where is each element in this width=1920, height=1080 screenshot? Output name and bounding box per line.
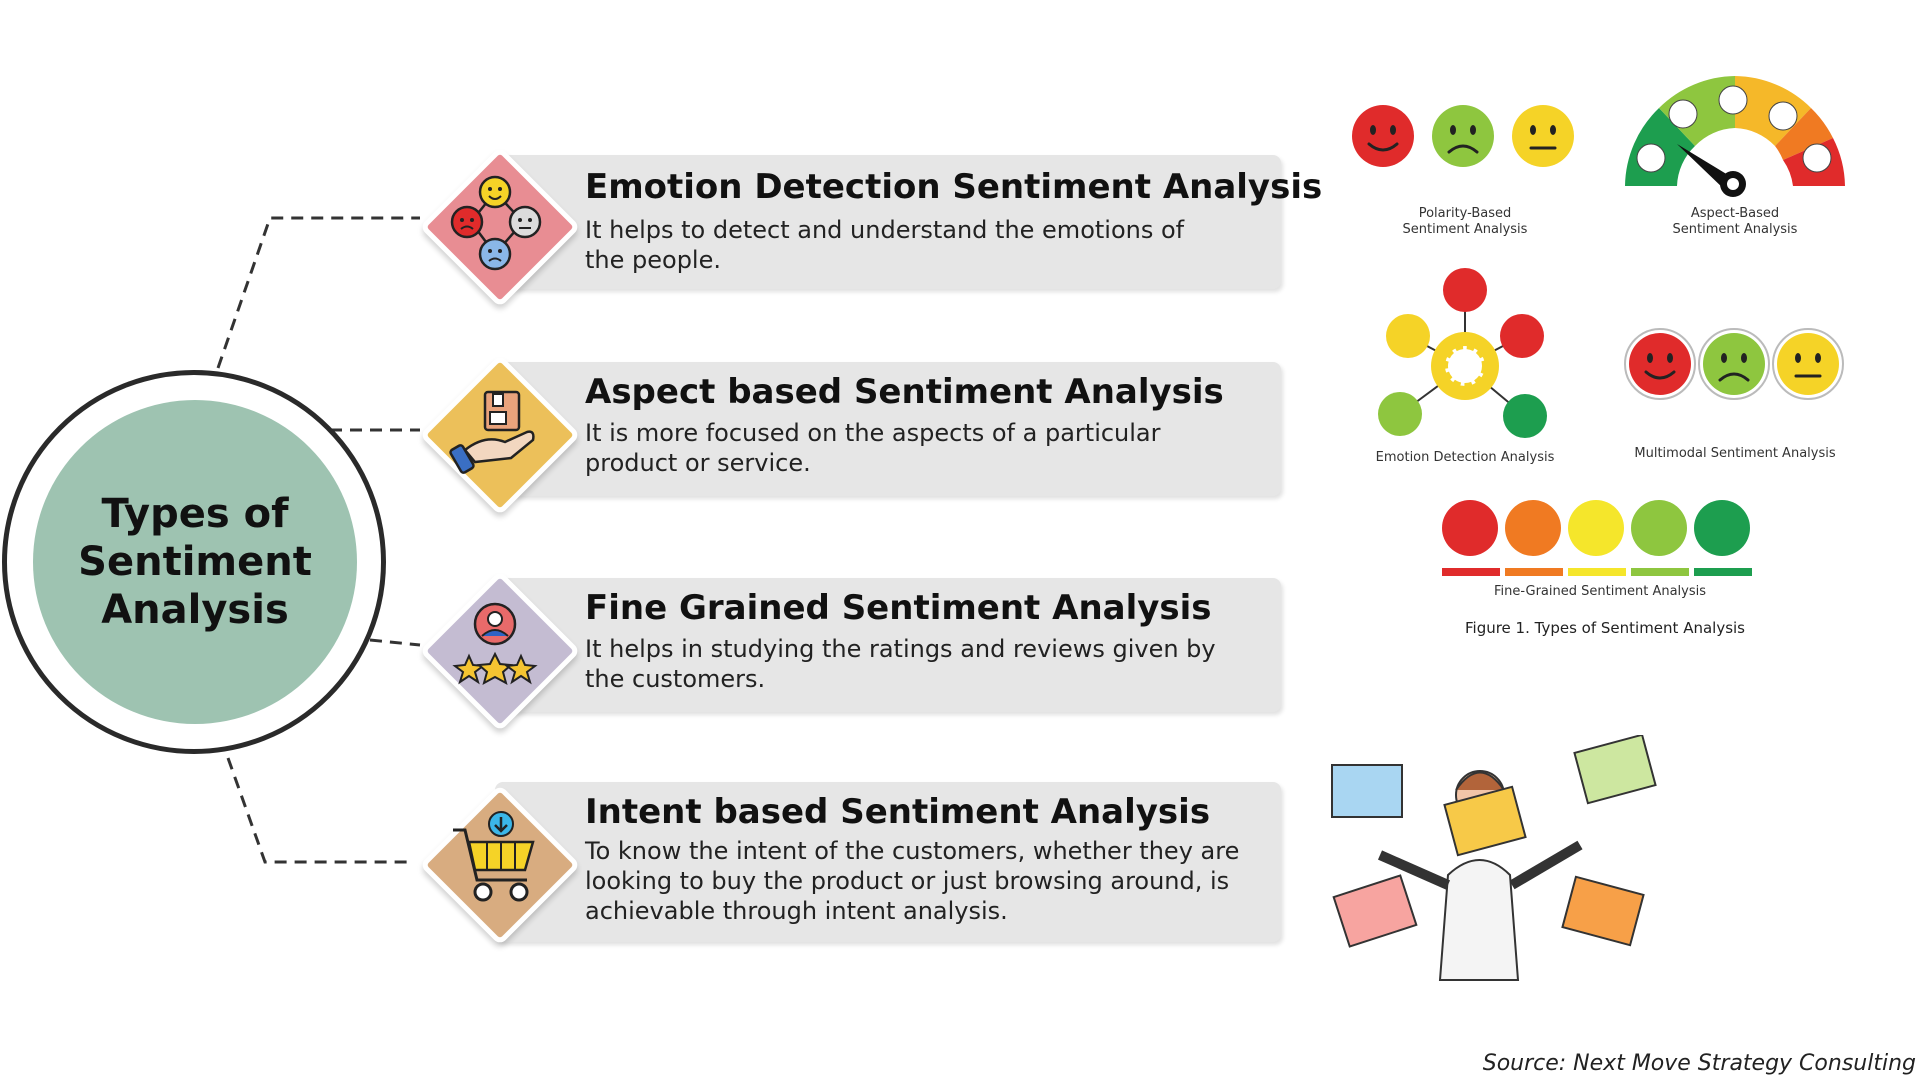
card-emotion-detection: Emotion Detection Sentiment Analysis It … — [495, 155, 1322, 289]
caption-aspect: Aspect-Based Sentiment Analysis — [1672, 206, 1798, 237]
card-title: Aspect based Sentiment Analysis — [585, 372, 1224, 412]
card-title: Intent based Sentiment Analysis — [585, 792, 1211, 832]
card-desc: It helps to detect and understand the em… — [585, 216, 1185, 274]
connector-lines — [216, 216, 421, 864]
card-desc: It helps in studying the ratings and rev… — [585, 635, 1216, 693]
emotion-faces-icon — [450, 175, 542, 271]
hub-title: Types of Sentiment Analysis — [78, 491, 312, 633]
caption-multimodal: Multimodal Sentiment Analysis — [1634, 446, 1836, 461]
smiley-faces — [1352, 105, 1574, 167]
person-with-mood-cards — [1331, 735, 1657, 981]
card-fine-grained: Fine Grained Sentiment Analysis It helps… — [495, 578, 1281, 712]
caption-emotion: Emotion Detection Analysis — [1375, 450, 1555, 465]
rating-scale-faces — [1442, 500, 1752, 576]
user-rating-stars-icon — [452, 602, 538, 686]
figure-title: Figure 1. Types of Sentiment Analysis — [1464, 619, 1745, 637]
hand-box-icon — [449, 390, 535, 474]
card-desc: To know the intent of the customers, whe… — [585, 837, 1240, 925]
card-title: Fine Grained Sentiment Analysis — [585, 588, 1212, 628]
source-credit: Source: Next Move Strategy Consulting — [1482, 1051, 1916, 1076]
card-desc: It is more focused on the aspects of a p… — [585, 419, 1161, 477]
caption-fine: Fine-Grained Sentiment Analysis — [1493, 584, 1707, 599]
shopping-cart-icon — [453, 811, 535, 902]
gauge-meter — [1625, 76, 1845, 197]
hub-fill — [33, 400, 357, 724]
multimodal-faces — [1624, 328, 1844, 400]
card-title: Emotion Detection Sentiment Analysis — [585, 167, 1323, 207]
emotion-wheel — [1378, 268, 1547, 438]
card-aspect-based: Aspect based Sentiment Analysis It is mo… — [495, 362, 1281, 496]
card-intent-based: Intent based Sentiment Analysis To know … — [495, 782, 1281, 942]
caption-polarity: Polarity-Based Sentiment Analysis — [1402, 206, 1528, 237]
